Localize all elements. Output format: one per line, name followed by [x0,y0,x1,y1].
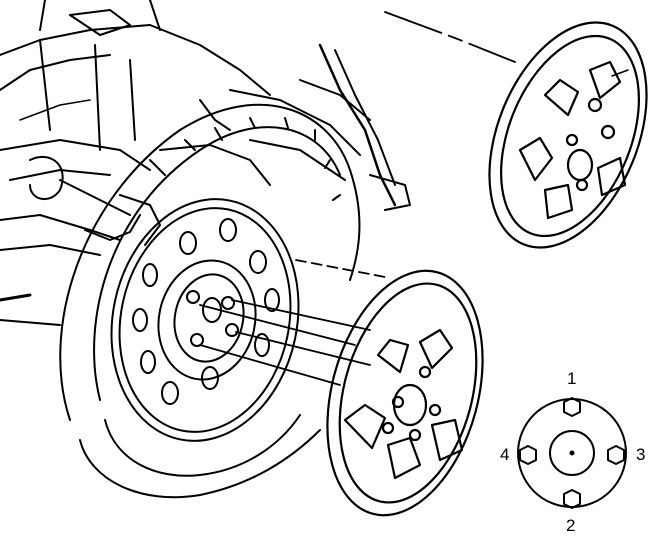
wheel-vent-holes [132,218,280,405]
nut-4 [519,445,537,465]
wheel-cover-rear [488,21,648,249]
car-body-sketch [0,0,411,326]
nut-2 [563,489,581,509]
bolt-label-2: 2 [566,516,575,535]
bolt-sequence-diagram [517,397,627,509]
nut-1 [563,397,581,417]
steel-wheel [110,198,300,442]
nut-3 [607,445,625,465]
bolt-label-1: 1 [567,369,576,388]
alignment-lines [199,11,516,386]
hub-center [549,430,595,476]
bolt-label-4: 4 [500,445,509,464]
bolt-label-3: 3 [636,445,645,464]
wheel-cover-front [326,269,484,517]
tyre [59,103,361,499]
